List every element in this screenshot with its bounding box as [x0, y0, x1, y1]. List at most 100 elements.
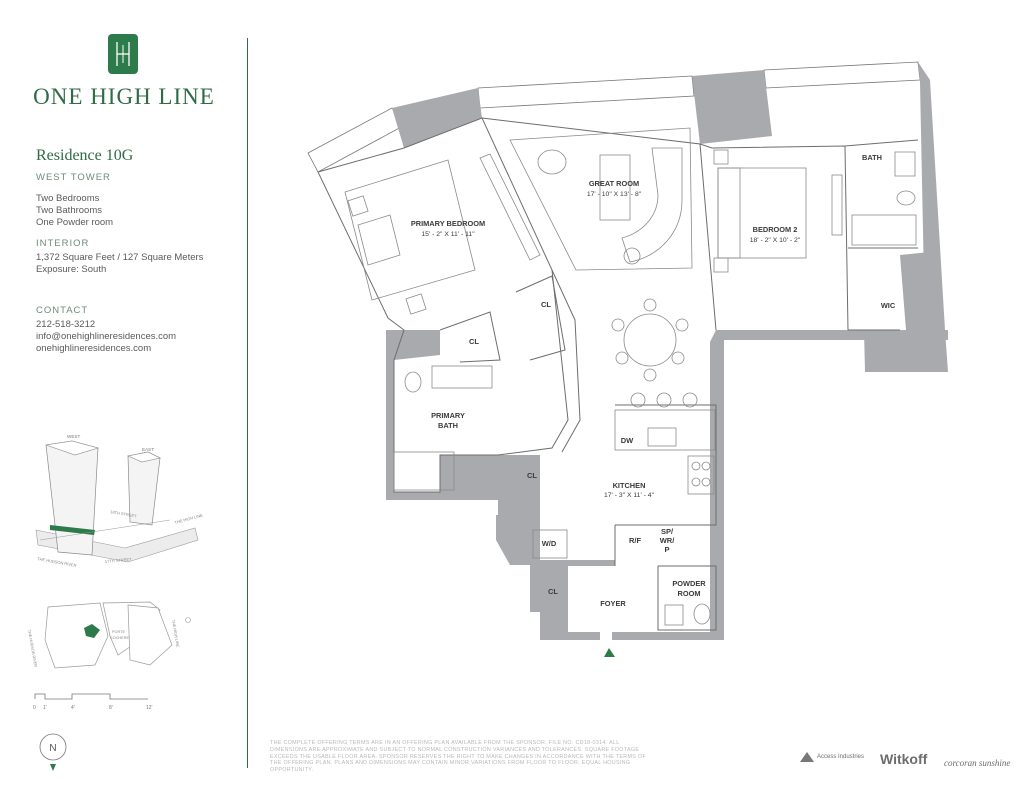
- closet-label: CL: [469, 337, 479, 346]
- scale-tick-0: 0: [33, 705, 36, 711]
- compass-pointer-icon: [50, 764, 56, 771]
- bedroom-2-furniture: [713, 149, 843, 273]
- scale-tick-12: 12': [146, 705, 153, 711]
- compass-icon: [39, 733, 67, 761]
- compass-label: N: [49, 743, 56, 754]
- primary-bath-label-2: BATH: [438, 421, 458, 430]
- feature-bathrooms: Two Bathrooms: [36, 205, 102, 216]
- vanity-sink: [894, 151, 916, 177]
- primary-bedroom-label: PRIMARY BEDROOM: [411, 219, 485, 228]
- site-porte-label: PORTE: [112, 630, 125, 634]
- sectional-sofa: [621, 147, 683, 263]
- kitchen-fixtures: [532, 392, 716, 559]
- interior-exposure: Exposure: South: [36, 264, 107, 275]
- site-river-label: THE HUDSON RIVER: [27, 629, 38, 667]
- scale-bar: 0 1' 4' 8' 12': [33, 693, 153, 711]
- room-labels: GREAT ROOM 17' - 10" X 13' - 8" PRIMARY …: [411, 153, 896, 608]
- dishwasher-label: DW: [621, 436, 634, 445]
- primary-bedroom-dims: 15' - 2" X 11' - 11": [421, 231, 475, 238]
- feature-powder-room: One Powder room: [36, 217, 114, 228]
- logo-mark: [108, 34, 138, 74]
- bathtub: [851, 214, 917, 246]
- toilet: [404, 371, 422, 393]
- washer-dryer: [532, 529, 568, 559]
- closet-label: CL: [548, 587, 558, 596]
- interior-heading: INTERIOR: [36, 238, 90, 249]
- building-location-marker: [84, 624, 100, 638]
- great-room-furniture: [479, 127, 693, 382]
- nightstand: [713, 257, 729, 273]
- console: [479, 153, 541, 261]
- monogram-icon: [116, 42, 130, 66]
- interior-walls: [317, 117, 919, 631]
- foyer-label: FOYER: [600, 599, 626, 608]
- triangle-icon: [800, 752, 814, 762]
- brand-name: ONE HIGH LINE: [33, 84, 215, 109]
- double-vanity: [431, 365, 493, 389]
- kitchen-label: KITCHEN: [613, 481, 646, 490]
- great-room-rug: [509, 127, 693, 271]
- contact-heading: CONTACT: [36, 305, 89, 316]
- contact-email[interactable]: info@onehighlineresidences.com: [36, 331, 177, 342]
- pantry-label: SP/: [661, 527, 674, 536]
- site-cochere-label: COCHERE: [110, 636, 129, 640]
- sidebar: ONE HIGH LINE Residence 10G WEST TOWER T…: [0, 0, 248, 800]
- window-strips: [307, 61, 921, 173]
- pantry-label-2: WR/: [660, 536, 675, 545]
- toilet: [693, 603, 711, 625]
- west-tower-label: WEST: [67, 434, 80, 439]
- scale-tick-8: 8': [109, 705, 113, 711]
- great-room-label: GREAT ROOM: [589, 179, 639, 188]
- shower: [393, 451, 455, 491]
- bed-2: [717, 167, 807, 259]
- kitchen-dims: 17' - 3" X 11' - 4": [604, 492, 655, 499]
- disclaimer: THE COMPLETE OFFERING TERMS ARE IN AN OF…: [270, 740, 647, 774]
- witkoff-logo: Witkoff: [880, 751, 928, 767]
- tower-label: WEST TOWER: [36, 172, 111, 183]
- contact-website[interactable]: onehighlineresidences.com: [36, 343, 152, 354]
- interior-area: 1,372 Square Feet / 127 Square Meters: [36, 252, 204, 263]
- residence-title: Residence 10G: [36, 147, 134, 164]
- bath-fixtures: [393, 151, 917, 626]
- scale-tick-1: 1': [43, 705, 47, 711]
- building-key-plan: WEST EAST 18TH STREET 17TH STREET THE HU…: [35, 434, 204, 568]
- washer-dryer-label: W/D: [542, 539, 557, 548]
- powder-room-label-2: ROOM: [678, 589, 701, 598]
- nightstand: [347, 195, 369, 217]
- cooktop: [687, 455, 715, 495]
- coffee-table: [599, 154, 631, 221]
- site-pin-icon: [185, 617, 191, 623]
- nightstand: [405, 293, 427, 315]
- corcoran-logo: corcoran sunshine: [944, 758, 1011, 768]
- site-high-line-label: THE HIGH LINE: [171, 619, 180, 647]
- primary-bed: [344, 159, 476, 301]
- powder-room-label: POWDER: [672, 579, 706, 588]
- toilet: [896, 190, 916, 206]
- great-room-dims: 17' - 10" X 13' - 8": [587, 191, 642, 198]
- sidebar-divider: [247, 38, 248, 768]
- kitchen-island: [614, 409, 716, 451]
- structural-walls: [386, 62, 948, 640]
- bath-label: BATH: [862, 153, 882, 162]
- contact-phone[interactable]: 212-518-3212: [36, 319, 96, 330]
- east-tower-label: EAST: [142, 447, 154, 452]
- primary-bath-label: PRIMARY: [431, 411, 465, 420]
- closet-label: CL: [541, 300, 551, 309]
- site-map: THE HUDSON RIVER PORTE COCHERE THE HIGH …: [27, 601, 191, 669]
- dresser: [831, 174, 843, 236]
- street-label-17th: 17TH STREET: [105, 557, 133, 564]
- side-table: [623, 247, 641, 265]
- closet-label: CL: [527, 471, 537, 480]
- compass: N: [39, 733, 67, 771]
- powder-sink: [664, 604, 684, 626]
- kitchen-sink: [647, 427, 677, 447]
- pantry-label-3: P: [664, 545, 669, 554]
- scale-tick-4: 4': [71, 705, 75, 711]
- entry-arrow-icon: [604, 648, 615, 657]
- access-industries-text: Access Industries: [817, 754, 865, 760]
- bedroom-2-dims: 18' - 2" X 10' - 2": [750, 237, 801, 244]
- nightstand: [713, 149, 729, 165]
- street-label-18th: 18TH STREET: [110, 509, 138, 519]
- river-label: THE HUDSON RIVER: [37, 556, 77, 568]
